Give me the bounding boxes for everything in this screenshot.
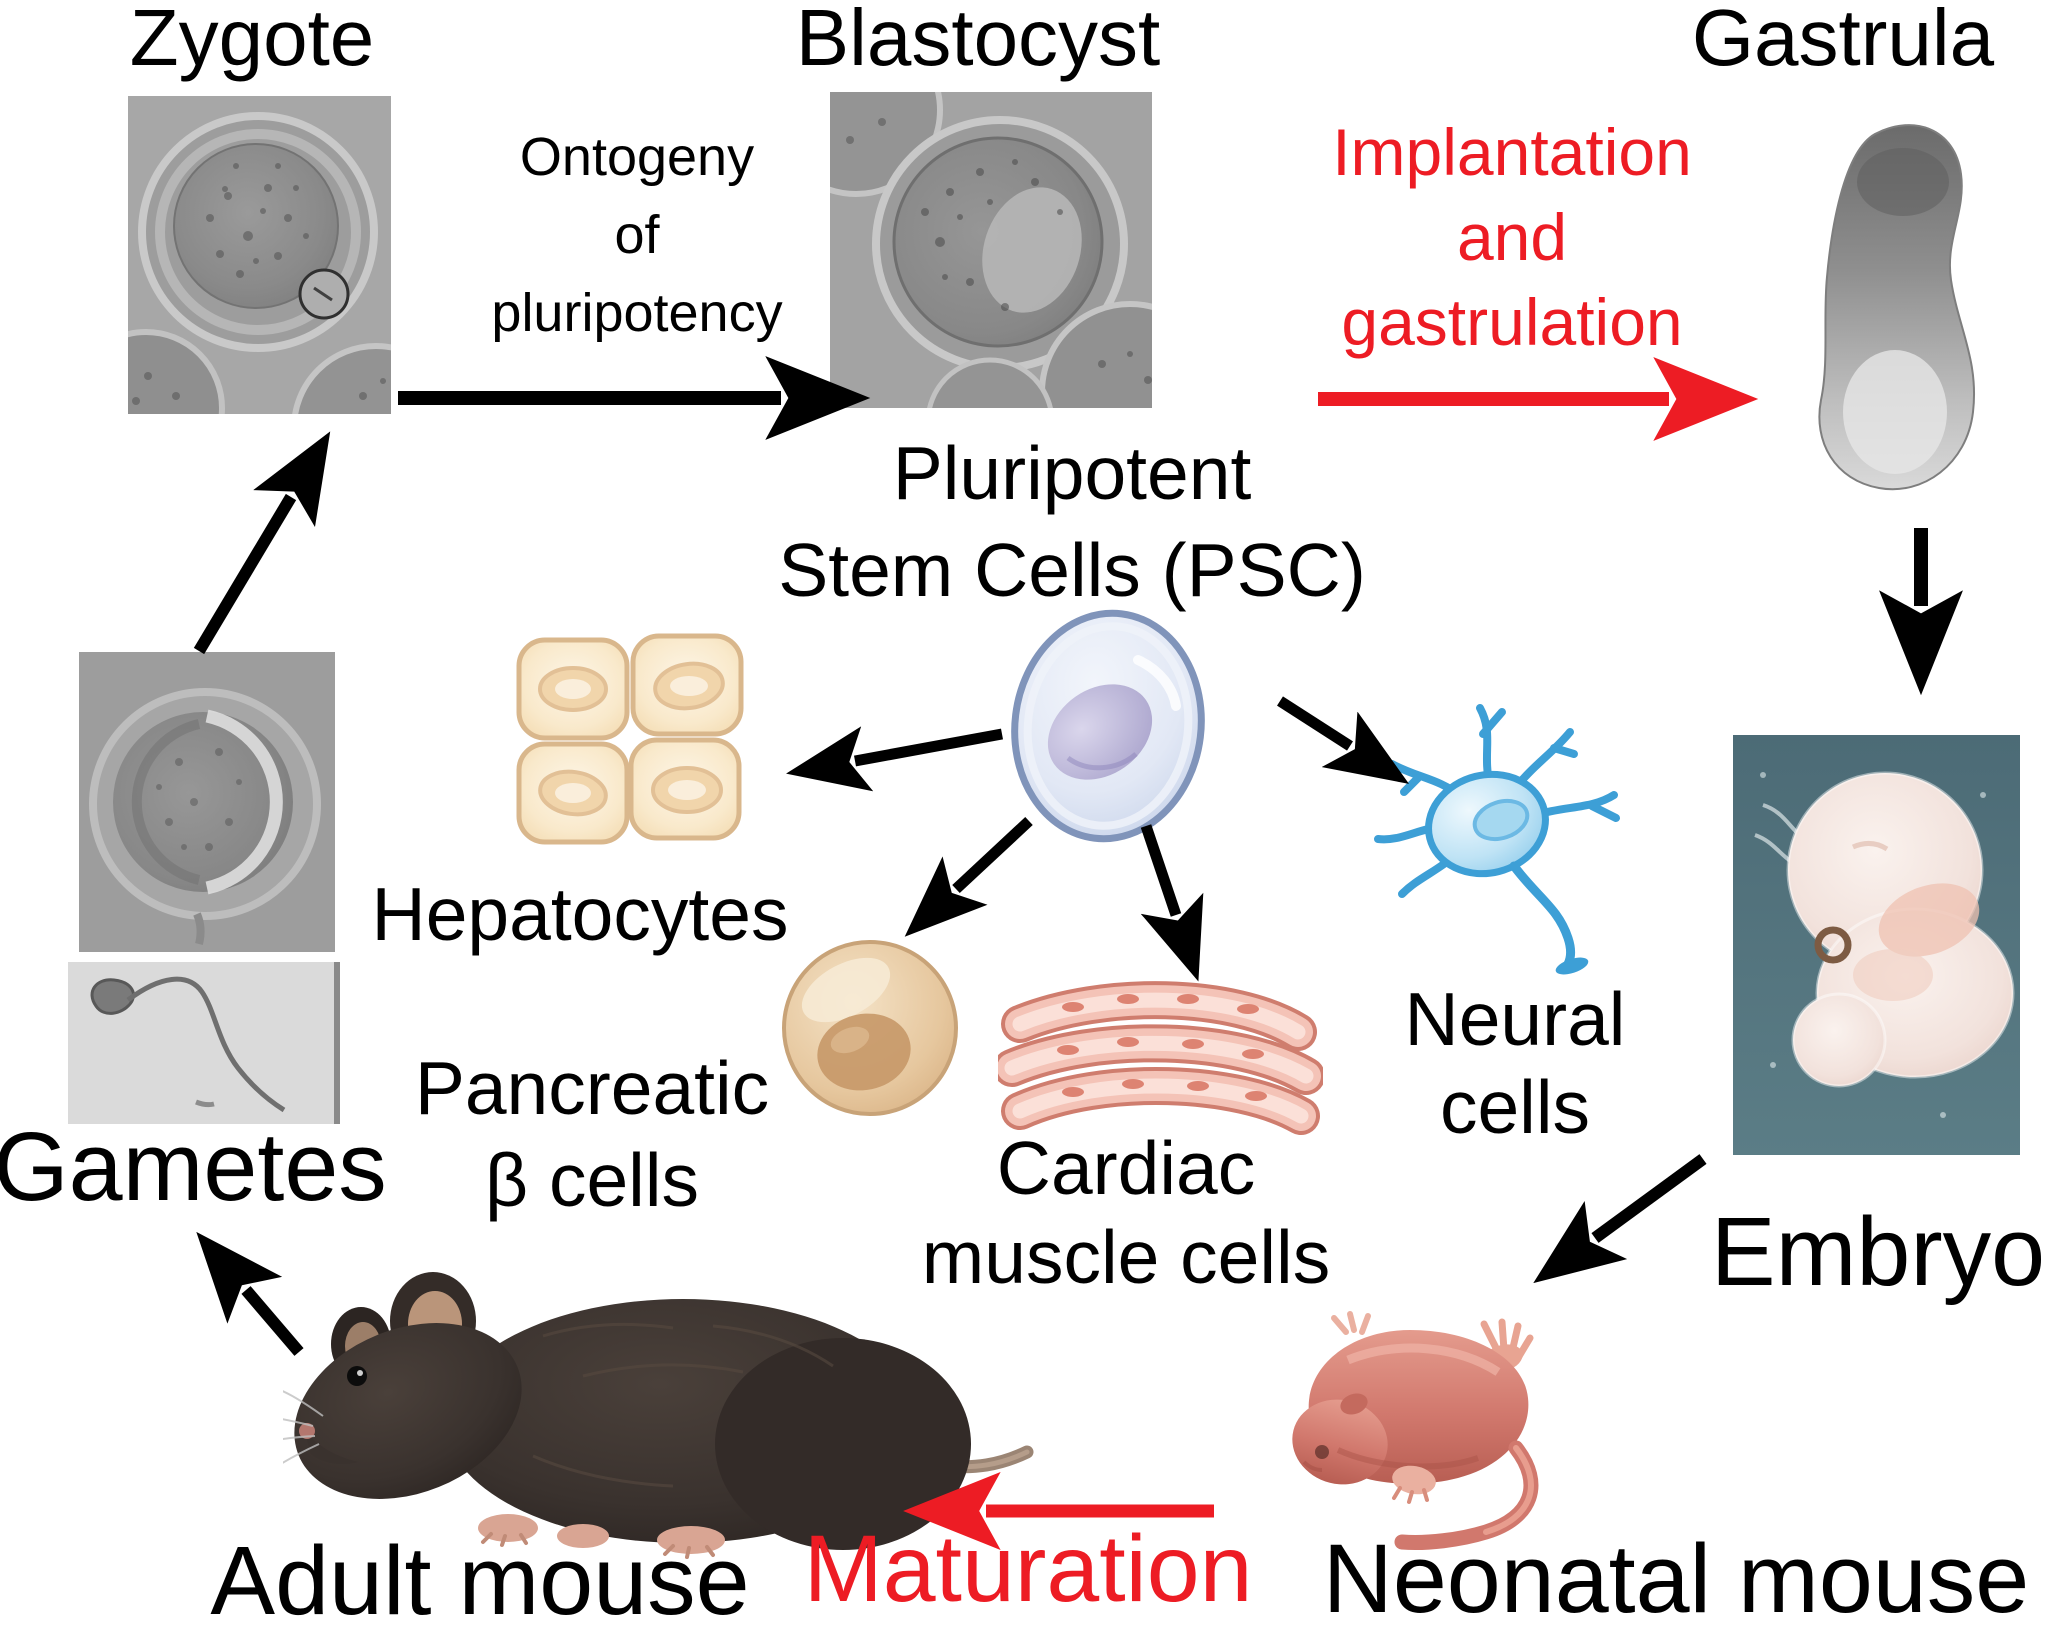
ontogeny-line-3: pluripotency <box>491 283 783 343</box>
blastocyst-micrograph-icon <box>830 92 1152 408</box>
implantation-line-2: and <box>1456 200 1568 274</box>
sperm-micrograph-icon <box>68 962 340 1124</box>
neural-line-2: cells <box>1439 1065 1591 1149</box>
arrow-psc-to-cardiac-muscle-cells <box>1140 824 1204 982</box>
cardiac-line-1: Cardiac <box>996 1126 1256 1210</box>
ontogeny-line-2: of <box>614 205 660 265</box>
gastrula-label: Gastrula <box>1691 0 1995 82</box>
psc-line-2: Stem Cells (PSC) <box>778 528 1366 612</box>
pancreatic-line-1: Pancreatic <box>414 1046 770 1130</box>
ontogeny-label: Ontogeny of pluripotency <box>491 118 782 352</box>
arrow-psc-to-neural-cells <box>1277 696 1409 784</box>
arrow-psc-to-hepatocytes <box>786 726 1003 792</box>
adult-mouse-photo-icon <box>283 1272 1034 1559</box>
embryo-label: Embryo <box>1710 1197 2046 1306</box>
neuron-icon <box>1374 704 1620 975</box>
neural-cells-label: Neural cells <box>1405 975 1626 1151</box>
hepatocytes-icon <box>516 633 744 845</box>
maturation-label: Maturation <box>803 1516 1253 1622</box>
psc-label: Pluripotent Stem Cells (PSC) <box>778 425 1366 619</box>
psc-cell-icon <box>1011 609 1205 843</box>
ontogeny-line-1: Ontogeny <box>519 127 755 187</box>
egg-micrograph-icon <box>79 652 335 952</box>
implantation-line-3: gastrulation <box>1341 285 1683 359</box>
neonatal-mouse-label: Neonatal mouse <box>1322 1524 2030 1631</box>
adult-mouse-label: Adult mouse <box>210 1526 750 1631</box>
arrow-embryo-to-neonatal-mouse <box>1533 1154 1707 1284</box>
arrow-psc-to-pancreatic-beta-cells <box>904 816 1033 937</box>
cardiac-muscle-fibers-icon <box>998 981 1323 1135</box>
pancreatic-beta-cell-icon <box>782 940 958 1116</box>
pancreatic-beta-cells-label: Pancreatic β cells <box>415 1042 769 1226</box>
hepatocytes-label: Hepatocytes <box>371 872 789 956</box>
embryo-photo-icon <box>1733 735 2020 1155</box>
cardiac-line-2: muscle cells <box>921 1215 1331 1299</box>
neonatal-mouse-photo-icon <box>1292 1311 1539 1550</box>
arrow-adult-mouse-to-gametes <box>196 1231 304 1356</box>
implantation-line-1: Implantation <box>1332 115 1692 189</box>
zygote-label: Zygote <box>129 0 375 82</box>
implantation-label: Implantation and gastrulation <box>1332 110 1692 365</box>
gametes-label: Gametes <box>0 1112 387 1221</box>
cardiac-muscle-cells-label: Cardiac muscle cells <box>922 1124 1330 1302</box>
psc-line-1: Pluripotent <box>892 431 1252 515</box>
arrow-gametes-to-zygote <box>193 431 331 655</box>
zygote-micrograph-icon <box>128 96 391 414</box>
pancreatic-line-2: β cells <box>484 1138 700 1222</box>
neural-line-1: Neural <box>1404 977 1626 1061</box>
blastocyst-label: Blastocyst <box>795 0 1161 82</box>
gastrula-micrograph-icon <box>1818 124 1975 491</box>
